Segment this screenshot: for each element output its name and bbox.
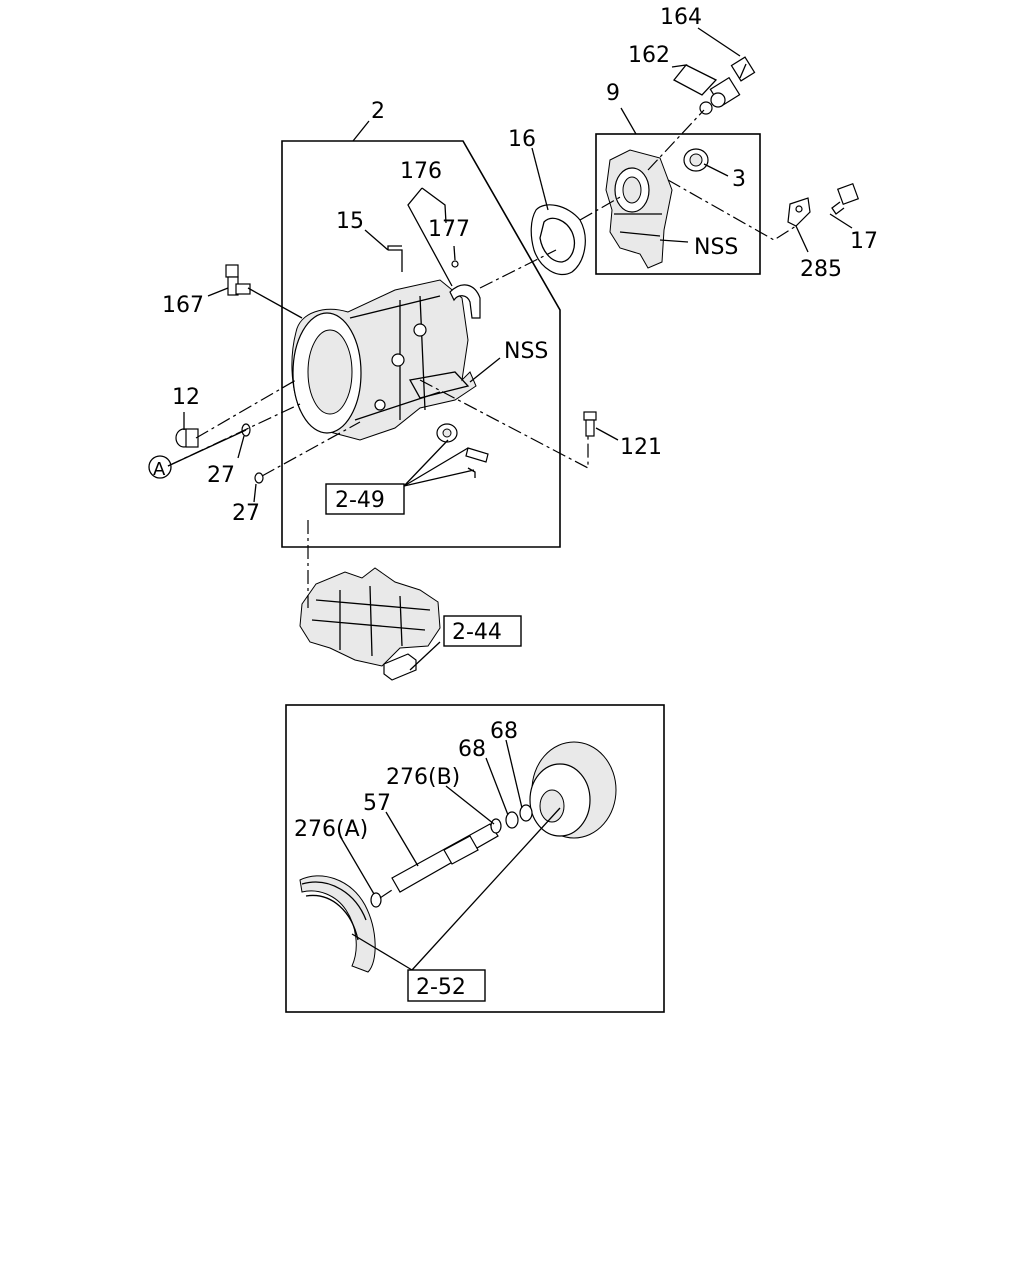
plug-121 <box>583 411 597 437</box>
callout-176: 176 <box>400 159 442 184</box>
gasket-16 <box>530 204 586 276</box>
seal-3 <box>683 148 709 172</box>
callout-57: 57 <box>363 791 391 816</box>
bolt-17 <box>831 182 860 215</box>
callout-285: 285 <box>800 257 842 282</box>
callout-68-left: 68 <box>458 737 486 762</box>
leader-lines <box>167 27 853 971</box>
bolt-164 <box>730 56 756 82</box>
o-ring-27b <box>254 472 264 484</box>
callout-2: 2 <box>371 99 385 124</box>
extension-frame <box>595 133 761 275</box>
callout-121: 121 <box>620 435 662 460</box>
plug-12 <box>175 428 199 448</box>
sensor-162 <box>699 76 741 115</box>
callout-276b: 276(B) <box>386 765 460 790</box>
callout-9: 9 <box>606 81 620 106</box>
callout-162: 162 <box>628 43 670 68</box>
ref-label-2-49[interactable]: 2-49 <box>335 488 385 513</box>
washer-68a <box>505 811 519 829</box>
gear-2-52 <box>529 741 617 839</box>
ref-box-2-52[interactable] <box>407 969 486 1002</box>
ref-box-2-44[interactable] <box>443 615 522 647</box>
case-frame <box>281 140 561 548</box>
seal-176 <box>449 284 481 319</box>
callout-15: 15 <box>336 209 364 234</box>
callout-177: 177 <box>428 217 470 242</box>
callout-27-lower: 27 <box>232 501 260 526</box>
callout-12: 12 <box>172 385 200 410</box>
callout-3: 3 <box>732 167 746 192</box>
transmission-case <box>291 279 477 441</box>
valve-body-2-44 <box>299 567 441 681</box>
callout-17: 17 <box>850 229 878 254</box>
callout-27-upper: 27 <box>207 463 235 488</box>
drum-2-52 <box>299 875 376 973</box>
circle-a-label: A <box>153 459 166 480</box>
callout-nss-case: NSS <box>504 339 548 364</box>
ref-box-2-49[interactable] <box>325 483 405 515</box>
circle-a-marker <box>148 455 172 479</box>
ref-label-2-52[interactable]: 2-52 <box>416 975 466 1000</box>
ring-276a <box>370 892 382 908</box>
callout-276a: 276(A) <box>294 817 368 842</box>
clamp-285 <box>787 197 811 227</box>
callout-68-right: 68 <box>490 719 518 744</box>
shaft-57 <box>391 823 499 893</box>
pin-15 <box>387 245 403 272</box>
callout-164: 164 <box>660 5 702 30</box>
callout-167: 167 <box>162 293 204 318</box>
callout-nss-extension: NSS <box>694 235 738 260</box>
extension-housing-9 <box>605 149 673 269</box>
assembly-lines <box>167 109 797 899</box>
callout-16: 16 <box>508 127 536 152</box>
small-parts-2-49 <box>436 423 489 478</box>
shaft-frame <box>285 704 665 1013</box>
ref-label-2-44[interactable]: 2-44 <box>452 620 502 645</box>
washer-68b <box>519 804 533 822</box>
fitting-167 <box>225 264 251 296</box>
ring-276b <box>490 818 502 834</box>
